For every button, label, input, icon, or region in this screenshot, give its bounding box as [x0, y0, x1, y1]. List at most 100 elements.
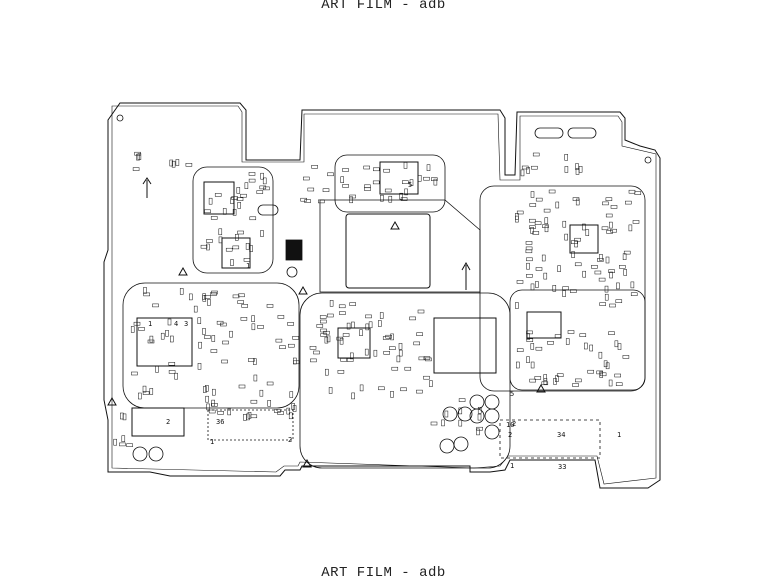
board-inner-outline: [111, 105, 657, 485]
passive-pad: [535, 197, 543, 202]
passive-pad: [259, 185, 267, 190]
passive-pad: [557, 265, 561, 272]
passive-pad: [525, 249, 533, 254]
passive-pad: [229, 330, 233, 338]
passive-pad: [257, 325, 264, 329]
pin-label: 2: [288, 436, 292, 444]
passive-pad: [342, 168, 349, 172]
passive-pad: [516, 361, 520, 369]
passive-pad: [232, 245, 240, 250]
passive-pad: [206, 243, 210, 251]
memory-ic: [433, 317, 497, 374]
passive-pad: [326, 335, 331, 343]
shield-left-top: [192, 166, 274, 274]
passive-pad: [339, 311, 346, 315]
passive-pad: [623, 250, 631, 255]
passive-pad: [122, 413, 127, 421]
passive-pad: [130, 326, 135, 333]
passive-pad: [211, 403, 218, 407]
passive-pad: [336, 336, 344, 341]
passive-pad: [426, 164, 431, 171]
passive-pad: [260, 172, 264, 180]
passive-pad: [142, 385, 147, 393]
passive-pad: [351, 392, 355, 400]
passive-pad: [197, 363, 202, 370]
passive-pad: [232, 294, 240, 299]
passive-pad: [578, 166, 583, 173]
passive-pad: [179, 288, 184, 295]
passive-pad: [346, 322, 351, 330]
board-connector-bottom: [207, 409, 294, 441]
passive-pad: [594, 270, 602, 275]
passive-pad: [564, 233, 568, 241]
passive-pad: [251, 323, 256, 331]
pin-label: 3: [184, 320, 188, 328]
passive-pad: [316, 324, 324, 328]
passive-pad: [587, 369, 594, 374]
passive-pad: [170, 335, 174, 343]
passive-pad: [585, 229, 590, 236]
passive-pad: [236, 197, 244, 201]
film-title-top: ART FILM - adb: [321, 0, 446, 13]
passive-pad: [205, 385, 209, 392]
passive-pad: [218, 236, 223, 244]
passive-pad: [232, 209, 237, 216]
passive-pad: [534, 376, 542, 380]
passive-pad: [169, 159, 174, 167]
passive-pad: [323, 330, 330, 335]
passive-pad: [525, 241, 533, 245]
soc-die: [345, 213, 431, 289]
passive-pad: [526, 167, 530, 174]
passive-pad: [304, 199, 311, 203]
passive-pad: [591, 265, 598, 269]
shield-center-bottom: [299, 292, 511, 469]
passive-pad: [431, 177, 438, 181]
passive-pad: [622, 355, 630, 359]
passive-pad: [211, 335, 216, 342]
passive-pad: [351, 321, 355, 329]
passive-pad: [403, 162, 408, 169]
passive-pad: [325, 368, 329, 376]
passive-pad: [288, 412, 293, 420]
passive-pad: [526, 338, 534, 342]
passive-pad: [238, 293, 245, 298]
passive-pad: [598, 277, 606, 282]
passive-pad: [322, 188, 330, 192]
passive-pad: [372, 180, 380, 185]
codec-ic: [526, 311, 562, 339]
passive-pad: [231, 196, 238, 200]
passive-pad: [555, 375, 559, 382]
passive-pad: [526, 274, 533, 278]
passive-pad: [605, 362, 610, 370]
passive-pad: [230, 259, 234, 266]
passive-pad: [423, 176, 430, 181]
passive-pad: [598, 351, 603, 359]
passive-pad: [535, 346, 543, 351]
passive-pad: [171, 160, 176, 168]
passive-pad: [373, 349, 378, 357]
passive-pad: [399, 192, 403, 200]
shield-center-top: [334, 154, 446, 213]
passive-pad: [556, 373, 564, 377]
passive-pad: [359, 329, 363, 336]
passive-pad: [277, 315, 285, 319]
passive-pad: [409, 179, 414, 186]
passive-pad: [555, 201, 560, 209]
passive-pad: [526, 257, 533, 262]
passive-pad: [610, 228, 617, 233]
passive-pad: [207, 299, 211, 306]
passive-pad: [307, 187, 315, 192]
film-title-bottom: ART FILM - adb: [321, 565, 446, 581]
passive-pad: [142, 391, 150, 395]
passive-pad: [318, 199, 325, 204]
passive-pad: [567, 330, 575, 334]
passive-pad: [574, 262, 582, 267]
passive-pad: [277, 411, 284, 415]
passive-pad: [237, 300, 244, 304]
pin-label: 36: [216, 418, 224, 426]
passive-pad: [617, 343, 622, 350]
passive-pad: [562, 220, 567, 228]
passive-pad: [530, 191, 535, 198]
passive-pad: [206, 239, 213, 243]
board-outline: [103, 102, 661, 489]
